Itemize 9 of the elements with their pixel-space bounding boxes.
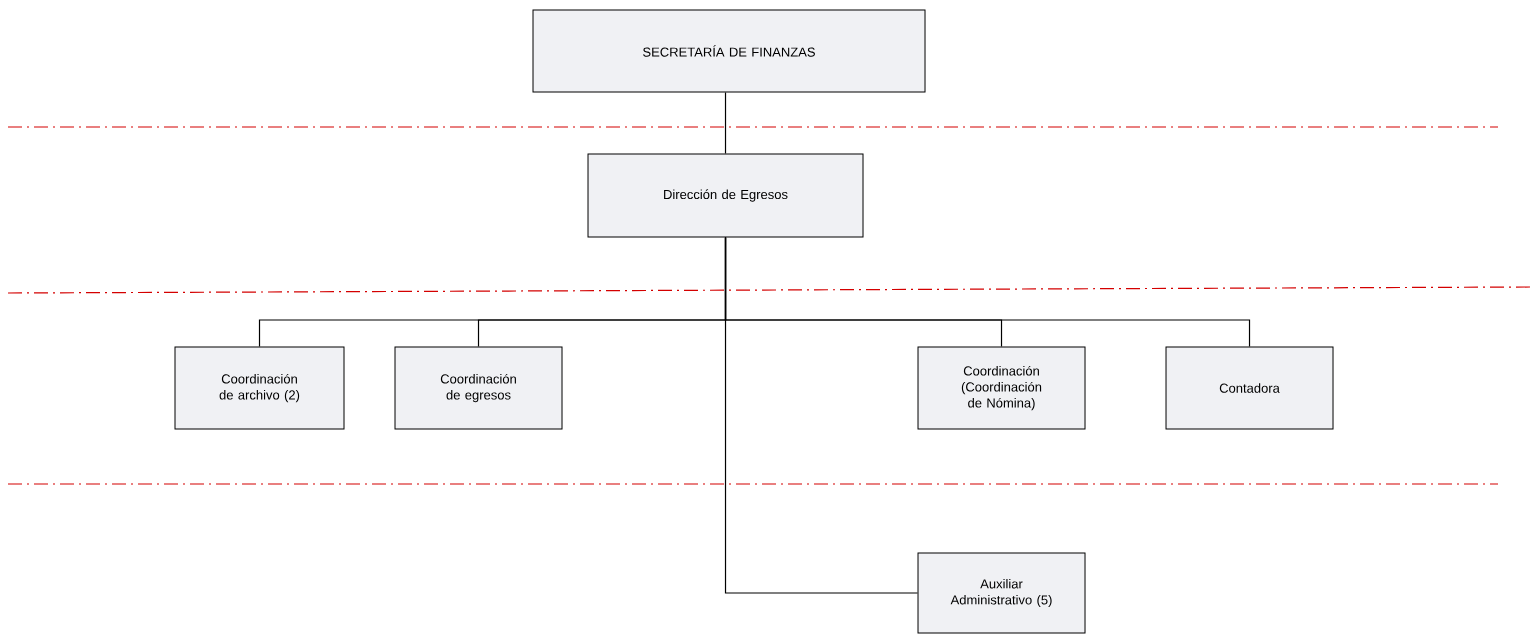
connector-line (724, 91, 727, 155)
connector-line (724, 236, 919, 594)
org-box: SECRETARÍA DE FINANZAS (532, 9, 926, 93)
org-box: Dirección de Egresos (587, 153, 864, 238)
org-box: Contadora (1165, 346, 1334, 430)
org-box: Auxiliar Administrativo (5) (917, 552, 1086, 634)
org-box: Coordinación (Coordinación de Nómina) (917, 346, 1086, 430)
org-box: Coordinación de egresos (394, 346, 563, 430)
org-box: Coordinación de archivo (2) (174, 346, 345, 430)
